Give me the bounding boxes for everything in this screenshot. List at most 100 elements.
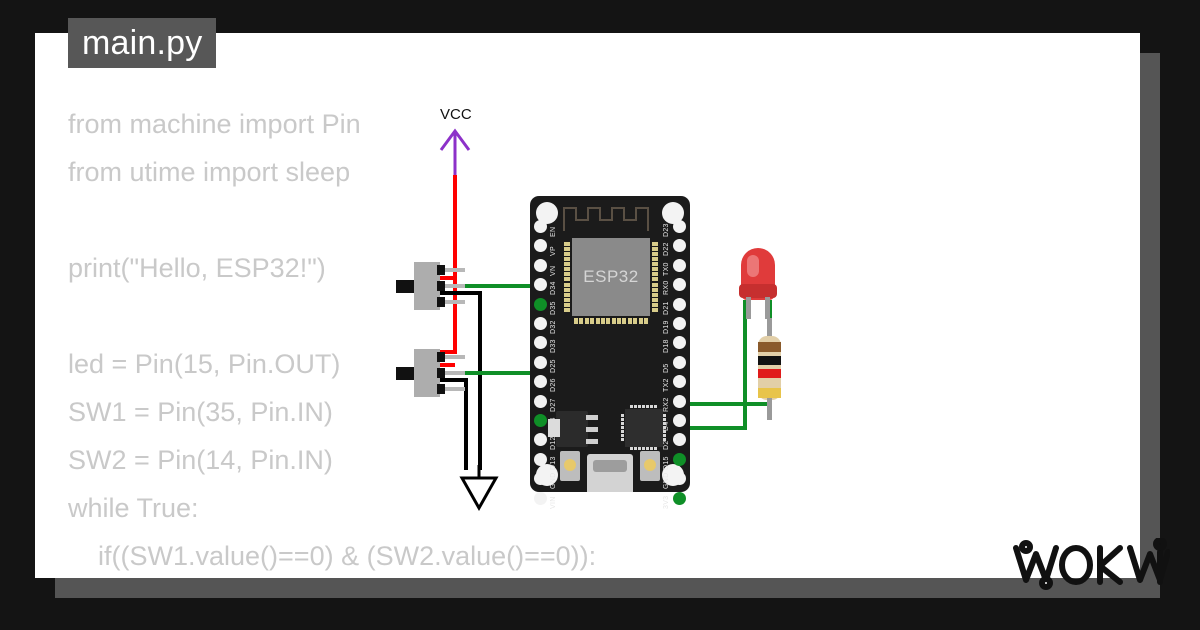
switch-lead-1 [445, 355, 465, 359]
ic-pad [663, 438, 666, 441]
pin-tx0[interactable] [673, 258, 686, 272]
chip-pad [600, 318, 605, 324]
pin-label-d34: D34 [550, 281, 557, 296]
chip-pad [564, 292, 570, 297]
code-line [68, 196, 596, 244]
pin-d5[interactable] [673, 355, 686, 369]
pin-vin[interactable] [534, 491, 547, 505]
pin-rx0[interactable] [673, 278, 686, 292]
ic-pad [663, 430, 666, 433]
pin-label-d35: D35 [550, 300, 557, 315]
switch-terminal-2 [437, 281, 445, 291]
switch-lead-1 [445, 268, 465, 272]
code-line: from utime import sleep [68, 157, 351, 187]
resistor-band-3 [758, 369, 781, 378]
ic-pad [630, 447, 633, 450]
boot-button[interactable] [560, 451, 580, 481]
resistor-band-4 [758, 388, 781, 398]
code-line [68, 292, 596, 340]
pin-gnd[interactable] [673, 472, 686, 486]
enable-button[interactable] [640, 451, 660, 481]
vcc-label: VCC [440, 106, 472, 123]
pcb-antenna-trace [563, 207, 649, 231]
pin-d12[interactable] [534, 433, 547, 447]
pin-vp[interactable] [534, 239, 547, 253]
ic-pad [654, 405, 657, 408]
pin-d25[interactable] [534, 355, 547, 369]
ic-pad [621, 422, 624, 425]
chip-pad [652, 272, 658, 277]
pin-label-d5: D5 [663, 363, 670, 373]
code-line: if((SW1.value()==0) & (SW2.value()==0)): [68, 541, 597, 571]
chip-pad [652, 242, 658, 246]
pin-d13[interactable] [534, 452, 547, 466]
pin-d18[interactable] [673, 336, 686, 350]
pin-rx2[interactable] [673, 394, 686, 408]
ic-pad [638, 447, 641, 450]
pin-d26[interactable] [534, 375, 547, 389]
ic-pad [621, 426, 624, 429]
chip-pad [627, 318, 632, 324]
chip-pad [652, 257, 658, 262]
pin-gnd[interactable] [534, 472, 547, 486]
regulator-leg-1 [586, 415, 598, 420]
chip-pads-right [652, 242, 658, 312]
pin-d35[interactable] [534, 297, 547, 311]
ic-pads-left [621, 414, 625, 442]
chip-pad [652, 287, 658, 292]
code-line: SW2 = Pin(14, Pin.IN) [68, 445, 333, 475]
chip-pad [652, 262, 658, 267]
pin-d19[interactable] [673, 317, 686, 330]
pin-label-gnd: GND [663, 472, 670, 490]
switch-terminal-1 [437, 265, 445, 275]
chip-pad [633, 318, 638, 324]
pin-d23[interactable] [673, 220, 686, 233]
pin-d15[interactable] [673, 452, 686, 466]
pin-d14[interactable] [534, 414, 547, 427]
code-line: while True: [68, 493, 199, 523]
pin-tx2[interactable] [673, 375, 686, 389]
pin-d33[interactable] [534, 336, 547, 350]
pin-label-d19: D19 [663, 320, 670, 334]
pin-d21[interactable] [673, 297, 686, 311]
pin-label-d27: D27 [550, 397, 557, 412]
pin-vn[interactable] [534, 258, 547, 272]
chip-pad [579, 318, 584, 324]
regulator-tab [548, 419, 560, 437]
ic-pad [634, 447, 637, 450]
pin-d2[interactable] [673, 433, 686, 447]
ic-pad [634, 405, 637, 408]
code-line: print("Hello, ESP32!") [68, 253, 326, 283]
mount-hole-tl [536, 202, 558, 224]
chip-pad [564, 307, 570, 312]
chip-pad [643, 318, 648, 324]
pin-d27[interactable] [534, 394, 547, 408]
chip-pad [564, 277, 570, 282]
esp32-chip-label: ESP32 [583, 267, 639, 286]
pin-en[interactable] [534, 220, 547, 233]
led-cathode-leg [765, 297, 770, 319]
pin-d32[interactable] [534, 317, 547, 330]
switch-lead-3 [445, 387, 465, 391]
pin-label-d33: D33 [550, 339, 557, 354]
pin-label-d26: D26 [550, 378, 557, 393]
switch-actuator[interactable] [396, 367, 414, 380]
chip-pad [564, 242, 570, 246]
ic-pad [663, 422, 666, 425]
chip-pad [564, 267, 570, 272]
pin-label-tx2: TX2 [663, 378, 670, 393]
led-anode-leg [746, 297, 751, 319]
pin-d22[interactable] [673, 239, 686, 253]
voltage-regulator [556, 411, 588, 447]
file-tab-main-py[interactable]: main.py [68, 18, 217, 68]
pin-d4[interactable] [673, 414, 686, 427]
ic-pad [663, 418, 666, 421]
switch-actuator[interactable] [396, 280, 414, 293]
esp32-board[interactable]: ESP32 ENVPVND34D35D32D33D25D26D27D14D12D… [530, 196, 690, 509]
chip-pad [564, 252, 570, 257]
pin-d34[interactable] [534, 278, 547, 292]
ic-pad [621, 430, 624, 433]
regulator-leg-3 [586, 439, 598, 444]
pin-3v3[interactable] [673, 491, 686, 505]
code-line: SW1 = Pin(35, Pin.IN) [68, 397, 333, 427]
